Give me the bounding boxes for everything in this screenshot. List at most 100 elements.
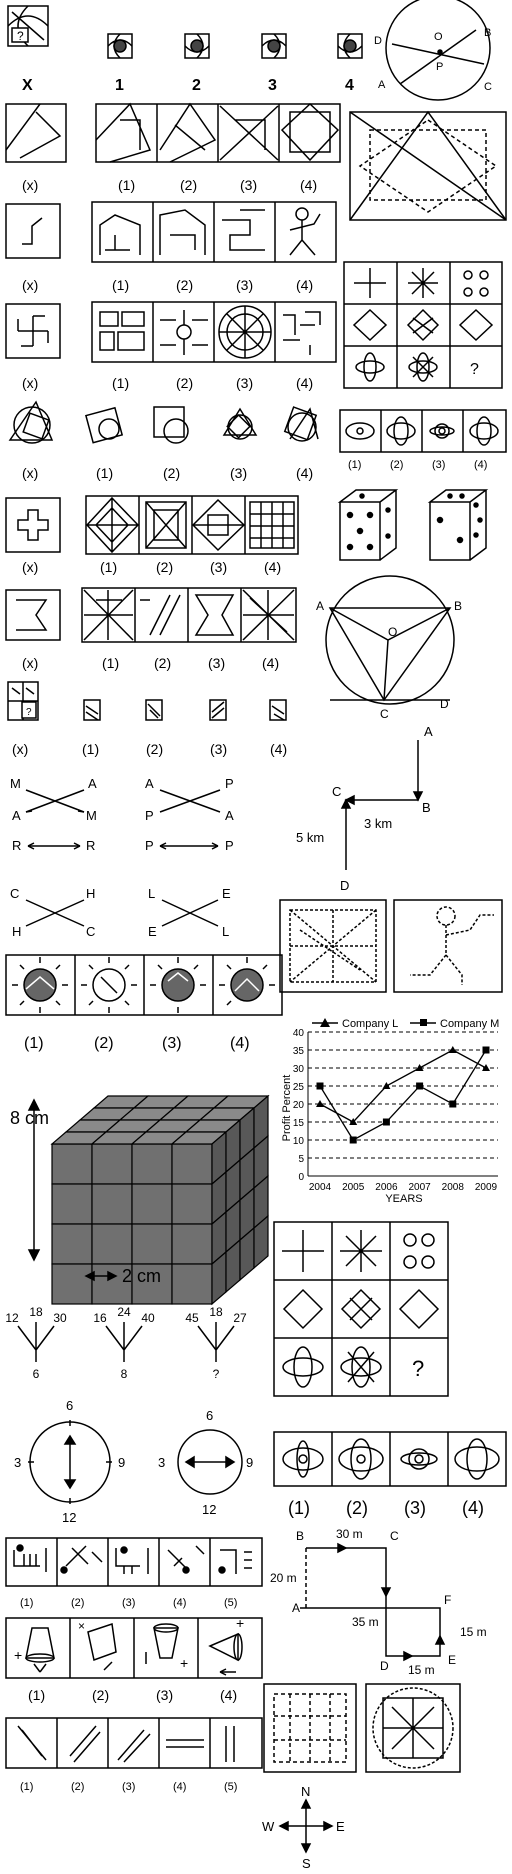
cube-front-cell [51,1263,93,1305]
svg-text:D: D [374,35,382,47]
option-1-label: 1 [115,77,124,94]
direction-path-m: B C A F D E 30 m 20 m 35 m 15 m 15 m [270,1527,487,1677]
svg-text:A: A [88,776,97,791]
option-4-label: 4 [345,77,354,94]
svg-text:(4): (4) [230,1035,250,1052]
row3-problem-figure: (x) [5,203,61,293]
svg-text:(x): (x) [22,559,38,575]
row6-problem-figure: (x) [5,497,61,575]
cube-front-cell [171,1143,213,1185]
y-tick-label: 15 [293,1118,305,1129]
figure-x-label: X [22,77,33,94]
tree-number: 27 [233,1311,247,1325]
svg-text:(1): (1) [100,559,117,575]
svg-text:?: ? [412,1356,424,1381]
chart-grid [307,1031,498,1177]
symbol-grid-large: ? [273,1221,449,1397]
svg-text:O: O [434,31,443,43]
letter-cross-3: C H H C [10,886,95,939]
svg-text:B: B [484,27,491,39]
dotted-square-figure [349,110,507,221]
svg-text:(4): (4) [300,177,317,193]
svg-text:(2): (2) [156,559,173,575]
tree-number: 40 [141,1311,155,1325]
svg-text:D: D [440,697,449,711]
letter-cross-1: M A A M R R [10,776,97,853]
svg-text:9: 9 [246,1455,253,1470]
svg-text:B: B [454,599,462,613]
row8-problem-figure: ? (x) [7,681,39,757]
svg-text:30 m: 30 m [336,1527,363,1541]
svg-text:20 m: 20 m [270,1571,297,1585]
svg-text:C: C [484,81,492,93]
svg-text:(4): (4) [462,1498,484,1518]
pin-options: (1) (2) (3) (4) (5) [5,1537,263,1609]
svg-text:(5): (5) [224,1781,237,1793]
row1-question-figure: ? X [7,5,49,94]
svg-text:(2): (2) [154,655,171,671]
svg-text:(2): (2) [390,459,403,471]
letter-cross-2: A P P A P P [145,776,234,853]
svg-text:P: P [225,776,234,791]
sun-options: (1) (2) (3) (4) [5,954,283,1052]
svg-text:(4): (4) [270,741,287,757]
svg-text:P: P [145,808,154,823]
cube-front-cell [51,1223,93,1265]
data-point-company-m [349,1136,357,1144]
svg-text:(1): (1) [112,277,129,293]
svg-text:C: C [390,1529,399,1543]
svg-text:(1): (1) [82,741,99,757]
svg-text:S: S [302,1856,311,1871]
data-point-company-l [349,1118,358,1125]
svg-text:(1): (1) [24,1035,44,1052]
svg-text:B: B [296,1529,304,1543]
symbol-grid-small: ? [343,261,503,389]
svg-text:3: 3 [14,1455,21,1470]
svg-text:L: L [222,924,229,939]
data-point-company-l [382,1082,391,1089]
cone-options: + × + + (1) (2) (3) (4) [5,1615,263,1703]
cube-front-cell [51,1183,93,1225]
y-tick-label: 20 [293,1100,305,1111]
cube-front-cell [131,1223,173,1265]
svg-text:(2): (2) [180,177,197,193]
svg-text:15 m: 15 m [408,1663,435,1677]
data-point-company-m [316,1082,324,1090]
svg-text:(1): (1) [118,177,135,193]
y-tick-label: 10 [293,1136,305,1147]
svg-text:?: ? [470,361,479,378]
row7-problem-figure: (x) [5,589,61,671]
row1-answer-figures: 1 2 3 4 [107,33,363,94]
svg-text:15 m: 15 m [460,1625,487,1639]
cube-front-cell [91,1223,133,1265]
series-line-2 [319,1049,487,1141]
svg-text:5 km: 5 km [296,830,324,845]
legend-company-l: Company L [342,1018,398,1030]
svg-text:(4): (4) [264,559,281,575]
line-options: (1) (2) (3) (4) (5) [5,1717,263,1793]
row4-problem-figure: (x) [5,303,61,391]
svg-text:(1): (1) [20,1597,33,1609]
y-tick-label: 25 [293,1082,305,1093]
svg-text:×: × [78,1619,85,1633]
option-2-label: 2 [192,77,201,94]
svg-text:(2): (2) [176,277,193,293]
clover-options-large: (1) (2) (3) (4) [273,1431,507,1518]
svg-text:(3): (3) [230,465,247,481]
svg-text:A: A [424,724,433,739]
svg-text:(x): (x) [22,177,38,193]
svg-text:W: W [262,1819,275,1834]
tree-number: ? [213,1367,220,1381]
cube-front-cell [51,1143,93,1185]
svg-text:C: C [86,924,95,939]
legend-company-m: Company M [440,1018,499,1030]
svg-text:A: A [145,776,154,791]
svg-text:35 m: 35 m [352,1615,379,1629]
svg-text:(5): (5) [224,1597,237,1609]
svg-text:B: B [422,800,431,815]
cube-side-cell [253,1214,269,1270]
